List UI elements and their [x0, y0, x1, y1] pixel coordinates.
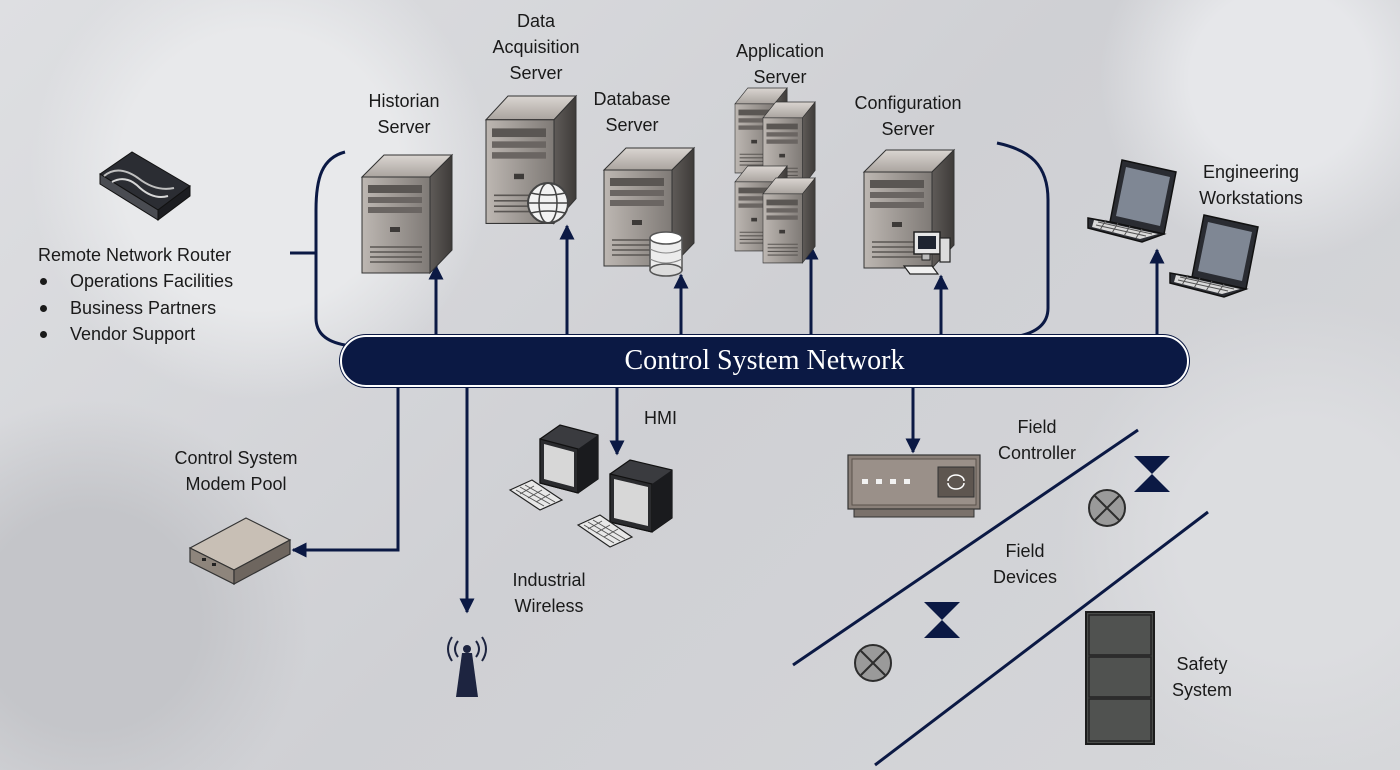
database-server-label: Database Server — [580, 86, 684, 138]
wireless-label-line1: Industrial — [512, 570, 586, 590]
historian-server-label: Historian Server — [354, 88, 454, 140]
configuration-label-line2: Server — [881, 119, 935, 139]
instrument-icon-lower — [854, 644, 892, 682]
modem-pool-label: Control System Modem Pool — [160, 445, 312, 497]
router-item-vendor: Vendor Support — [38, 321, 233, 348]
router-title: Remote Network Router — [38, 245, 232, 265]
field-controller-icon — [847, 454, 981, 518]
safety-label-line2: System — [1171, 680, 1232, 700]
keyboard-icon-right — [576, 514, 634, 548]
configuration-server-label: Configuration Server — [840, 90, 976, 142]
antenna-icon — [447, 636, 487, 697]
control-system-network-bus: Control System Network — [340, 335, 1189, 387]
application-label-line1: Application — [735, 41, 825, 61]
historian-label-line1: Historian — [368, 91, 440, 111]
router-connection-list: Operations Facilities Business Partners … — [38, 268, 233, 348]
historian-label-line2: Server — [377, 117, 431, 137]
engineering-label-line1: Engineering — [1202, 162, 1300, 182]
application-server-rack-icon — [734, 87, 816, 264]
globe-icon — [527, 182, 569, 224]
application-label-line2: Server — [753, 67, 807, 87]
engineering-label-line2: Workstations — [1199, 188, 1303, 208]
router-icon — [99, 151, 191, 221]
data-acquisition-label-line1: Data — [516, 11, 556, 31]
laptop-icon-upper — [1087, 159, 1177, 243]
field-line-lower — [874, 510, 1209, 767]
database-label-line2: Server — [605, 115, 659, 135]
data-acquisition-label-line3: Server — [509, 63, 563, 83]
configuration-label-line1: Configuration — [854, 93, 962, 113]
database-label-line1: Database — [593, 89, 671, 109]
field-line-upper — [792, 428, 1139, 667]
field-controller-label: Field Controller — [986, 414, 1088, 466]
safety-label-line1: Safety — [1176, 654, 1228, 674]
data-acquisition-label-line2: Acquisition — [492, 37, 580, 57]
router-item-business: Business Partners — [38, 295, 233, 322]
instrument-icon-upper — [1088, 489, 1126, 527]
modem-pool-connector — [291, 383, 400, 558]
safety-cabinet-icon — [1085, 611, 1155, 745]
modem-pool-label-line1: Control System — [174, 448, 298, 468]
network-label: Control System Network — [624, 345, 905, 376]
field-controller-label-line1: Field — [1017, 417, 1057, 437]
desktop-computer-icon — [902, 231, 951, 275]
keyboard-icon-left — [508, 479, 564, 511]
application-server-label: Application Server — [722, 38, 838, 90]
crt-monitor-icon-left — [539, 424, 599, 494]
field-devices-label-line2: Devices — [992, 567, 1058, 587]
field-devices-label-line1: Field — [1005, 541, 1045, 561]
database-cylinder-icon — [649, 231, 683, 277]
laptop-icon-lower — [1169, 214, 1259, 298]
wireless-label-line2: Wireless — [514, 596, 584, 616]
hmi-label: HMI — [644, 408, 677, 428]
field-devices-label: Field Devices — [980, 538, 1070, 590]
crt-monitor-icon-right — [609, 459, 673, 533]
router-item-operations: Operations Facilities — [38, 268, 233, 295]
safety-system-label: Safety System — [1162, 651, 1242, 703]
historian-server-icon — [361, 154, 453, 274]
engineering-workstations-label: Engineering Workstations — [1186, 159, 1316, 211]
valve-icon-lower — [924, 602, 960, 638]
right-bracket-connector — [996, 141, 1050, 340]
field-controller-label-line2: Controller — [997, 443, 1077, 463]
data-acquisition-server-label: Data Acquisition Server — [476, 8, 596, 86]
left-bracket-connector — [314, 150, 346, 347]
remote-network-router-label: Remote Network Router Operations Facilit… — [38, 242, 233, 348]
industrial-wireless-label: Industrial Wireless — [498, 567, 600, 619]
valve-icon-upper — [1134, 456, 1170, 492]
modem-pool-label-line2: Modem Pool — [185, 474, 287, 494]
modem-icon — [188, 517, 292, 586]
